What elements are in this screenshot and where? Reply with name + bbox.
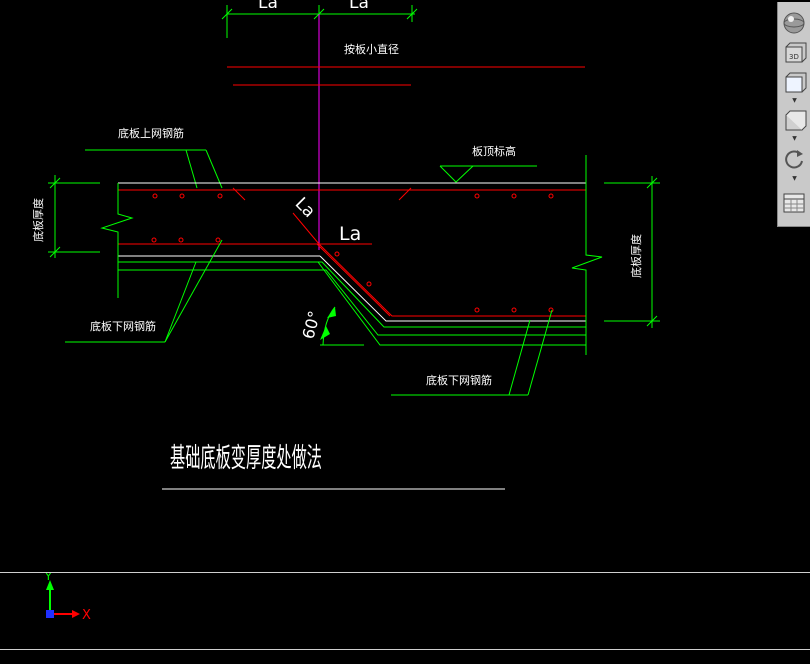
ucs-y-label: Y: [44, 570, 52, 583]
rotate-dropdown-icon[interactable]: ▼: [792, 175, 797, 182]
dim-right-label: La: [349, 0, 369, 13]
label-bottom-mesh-right: 底板下网钢筋: [426, 373, 492, 387]
iso-view-icon[interactable]: [780, 108, 808, 134]
ucs-x-label: X: [82, 608, 91, 623]
rotate-icon[interactable]: [780, 146, 808, 172]
grid-icon[interactable]: [780, 190, 808, 216]
left-thickness-dim: 底板厚度: [31, 175, 100, 258]
slab-elevation-marker: 板顶标高: [439, 144, 537, 183]
label-right-thickness: 底板厚度: [629, 234, 643, 278]
3d-view-icon[interactable]: 3D: [780, 40, 808, 66]
bottom-layers: [117, 261, 586, 346]
view-toolbar[interactable]: 3D ▼ ▼ ▼: [777, 2, 810, 227]
dim-left-label: La: [258, 0, 278, 13]
front-view-dropdown-icon[interactable]: ▼: [792, 97, 797, 104]
slab-outline: [118, 182, 586, 322]
bottom-mesh-leader-left: 底板下网钢筋: [65, 239, 223, 343]
svg-text:3D: 3D: [789, 53, 799, 61]
label-la-slope: La: [291, 194, 319, 222]
iso-view-dropdown-icon[interactable]: ▼: [792, 135, 797, 142]
bottom-rebar: [118, 212, 586, 317]
left-break-line: [100, 183, 134, 262]
right-thickness-dim: 底板厚度: [604, 176, 660, 328]
right-break-line: [571, 155, 603, 355]
front-view-icon[interactable]: [780, 70, 808, 96]
ucs-icon: Y X: [44, 570, 91, 623]
angle-mark: 60°: [299, 306, 364, 346]
label-left-thickness: 底板厚度: [31, 198, 45, 242]
drawing-title: 基础底板变厚度处做法: [170, 443, 322, 474]
bottom-mesh-leader-right: 底板下网钢筋: [391, 309, 553, 396]
label-top-center: 按板小直径: [344, 42, 399, 56]
label-top-mesh: 底板上网钢筋: [118, 126, 184, 140]
label-bottom-mesh-left: 底板下网钢筋: [90, 319, 156, 333]
top-rebar: [118, 187, 586, 201]
viewport-divider-bottom: [0, 649, 810, 650]
top-mesh-leader: 底板上网钢筋: [85, 126, 223, 189]
label-slab-elev: 板顶标高: [472, 144, 516, 158]
viewport-divider-top: [0, 572, 810, 573]
label-la-center: La: [339, 223, 361, 245]
sphere-icon[interactable]: [780, 10, 808, 36]
label-angle: 60°: [299, 309, 325, 341]
